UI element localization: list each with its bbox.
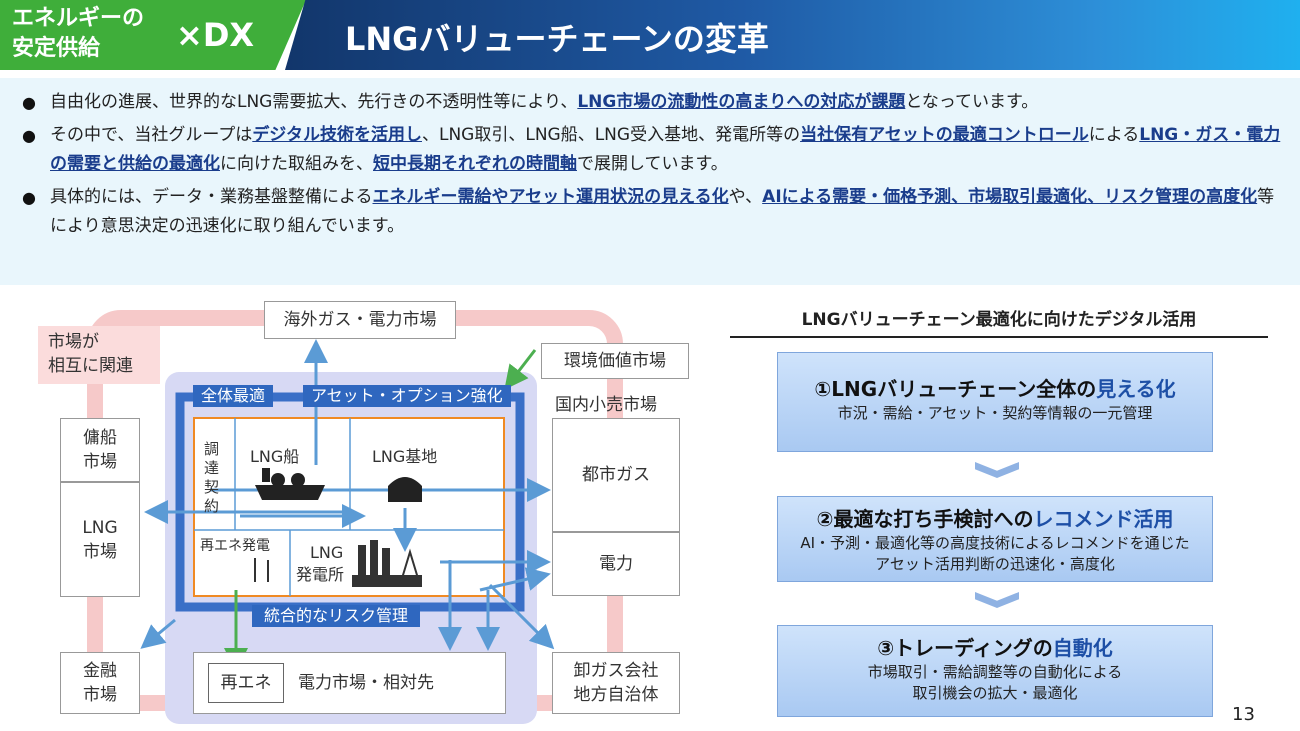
overall-opt-tag: 全体最適 bbox=[193, 385, 274, 407]
step-automation: ③トレーディングの自動化 市場取引・需給調整等の自動化による 取引機会の拡大・最… bbox=[777, 625, 1213, 717]
renewable-gen-label: 再エネ発電 bbox=[200, 538, 270, 554]
chevron-down-icon bbox=[975, 462, 1019, 478]
lng-terminal-icon bbox=[388, 477, 422, 502]
header-category: エネルギーの 安定供給 bbox=[12, 6, 145, 61]
power-market-box: 再エネ 電力市場・相対先 bbox=[193, 652, 506, 714]
header-dx: ×DX bbox=[176, 16, 255, 54]
asset-option-tag: アセット・オプション強化 bbox=[303, 385, 511, 407]
risk-mgmt-tag: 統合的なリスク管理 bbox=[252, 605, 421, 627]
header-category-band bbox=[0, 0, 306, 70]
wholesale-box: 卸ガス会社地方自治体 bbox=[552, 652, 680, 714]
bullet-item: その中で、当社グループはデジタル技術を活用し、LNG取引、LNG船、LNG受入基… bbox=[22, 121, 1284, 179]
page-number: 13 bbox=[1232, 704, 1255, 725]
bullet-item: 自由化の進展、世界的なLNG需要拡大、先行きの不透明性等により、LNG市場の流動… bbox=[22, 88, 1284, 117]
lng-power-label: LNG 発電所 bbox=[296, 543, 345, 584]
panel-heading: LNGバリューチェーン最適化に向けたデジタル活用 bbox=[730, 305, 1268, 338]
city-gas-box: 都市ガス bbox=[552, 418, 680, 532]
finance-market-box: 金融市場 bbox=[60, 652, 140, 714]
intro-bullets: 自由化の進展、世界的なLNG需要拡大、先行きの不透明性等により、LNG市場の流動… bbox=[22, 88, 1284, 245]
step-recommend: ②最適な打ち手検討へのレコメンド活用 AI・予測・最適化等の高度技術によるレコメ… bbox=[777, 496, 1213, 582]
asset-box bbox=[193, 417, 505, 597]
lng-ship-icon bbox=[255, 468, 325, 500]
procurement-label: 調達契約 bbox=[204, 440, 220, 515]
step-visualization: ①LNGバリューチェーン全体の見える化 市況・需給・アセット・契約等情報の一元管… bbox=[777, 352, 1213, 452]
page-title: LNGバリューチェーンの変革 bbox=[345, 20, 769, 58]
charter-market-box: 傭船市場 bbox=[60, 418, 140, 482]
lng-ship-label: LNG船 bbox=[250, 447, 300, 466]
chevron-down-icon bbox=[975, 592, 1019, 608]
header-title-band bbox=[285, 0, 1300, 70]
domestic-retail-label: 国内小売市場 bbox=[555, 395, 657, 415]
overseas-market-box: 海外ガス・電力市場 bbox=[264, 301, 456, 339]
power-market-label: 電力市場・相対先 bbox=[298, 673, 434, 693]
market-link-label: 市場が 相互に関連 bbox=[38, 326, 160, 384]
power-plant-icon bbox=[352, 540, 422, 587]
env-market-box: 環境価値市場 bbox=[541, 343, 689, 379]
bullet-item: 具体的には、データ・業務基盤整備によるエネルギー需給やアセット運用状況の見える化… bbox=[22, 183, 1284, 241]
electricity-box: 電力 bbox=[552, 532, 680, 596]
lng-terminal-label: LNG基地 bbox=[372, 447, 438, 466]
renewable-box: 再エネ bbox=[208, 663, 284, 703]
